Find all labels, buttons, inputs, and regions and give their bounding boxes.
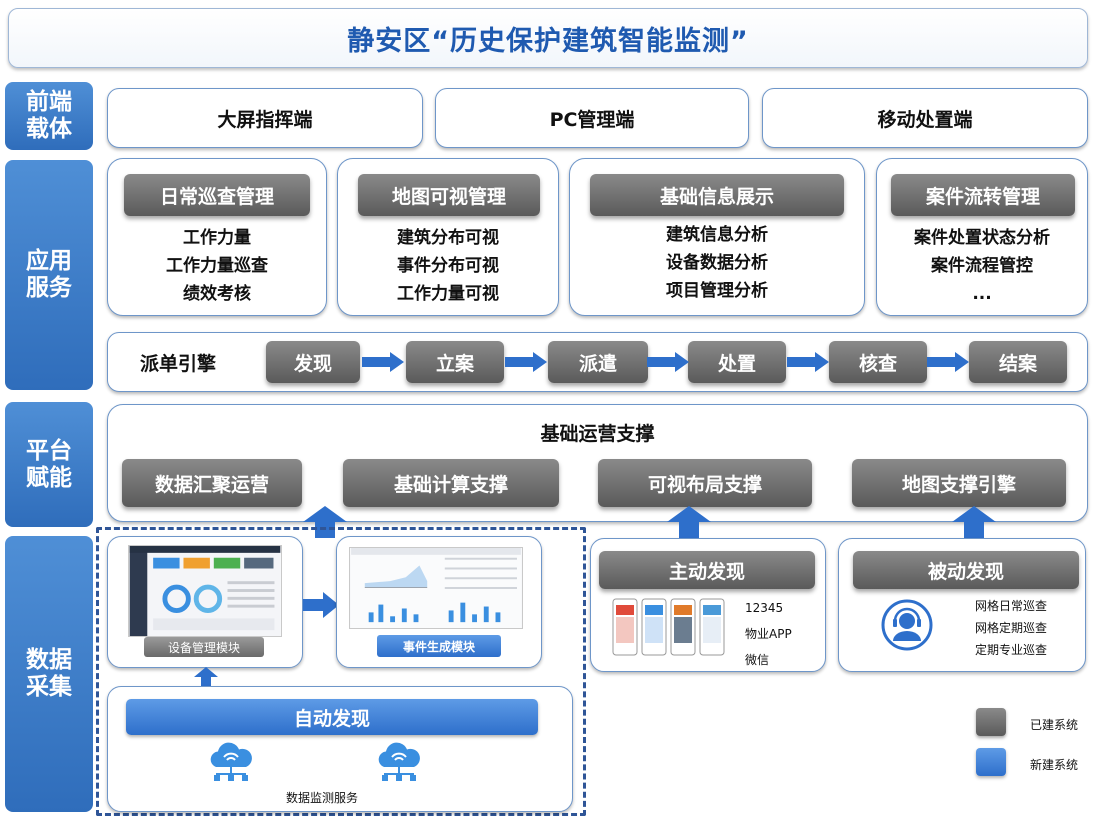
dispatch-step-handle: 处置 [688,341,786,383]
active-discovery-panel: 主动发现 12345 物业APP 微信 [590,538,826,672]
module-item: 工作力量可视 [397,284,499,304]
platform-map-engine: 地图支撑引擎 [852,459,1066,507]
mobile-app-icon [612,598,725,656]
arrow-up-icon [303,506,347,538]
dispatch-step-close: 结案 [969,341,1067,383]
legend-new-label: 新建系统 [1030,758,1079,772]
arrow-up-icon [952,506,996,538]
arrow-right-icon [647,352,689,372]
module-items: 工作力量 工作力量巡查 绩效考核 [108,224,326,308]
arrow-right-icon [505,352,547,372]
section-label-front: 前端 载体 [5,82,93,150]
device-module-panel: 设备管理模块 [107,536,303,668]
active-item-wechat: 微信 [745,653,770,667]
module-item: 事件分布可视 [397,256,499,276]
platform-basic-compute: 基础计算支撑 [343,459,559,507]
module-item: 案件流程管控 [931,256,1033,276]
section-label-platform: 平台 赋能 [5,402,93,527]
module-title: 地图可视管理 [358,174,540,216]
data-service-label: 数据监测服务 [286,791,359,805]
page-title: 静安区“历史保护建筑智能监测” [347,25,749,57]
section-platform-text: 平台 赋能 [26,437,72,491]
front-item-label: PC管理端 [549,108,635,131]
module-items: 建筑信息分析 设备数据分析 项目管理分析 [570,221,864,305]
module-case-flow: 案件流转管理 案件处置状态分析 案件流程管控 ... [876,158,1088,316]
module-item: 设备数据分析 [666,253,768,273]
module-item: ... [972,284,992,304]
cloud-network-icon [210,742,252,781]
front-item-label: 移动处置端 [877,108,973,131]
platform-data-aggregation: 数据汇聚运营 [122,459,302,507]
event-module-panel: 事件生成模块 [336,536,542,668]
module-item: 工作力量 [183,228,251,248]
section-label-app: 应用 服务 [5,160,93,390]
module-title: 日常巡查管理 [124,174,310,216]
module-item: 工作力量巡查 [166,256,268,276]
title-banner: 静安区“历史保护建筑智能监测” [8,8,1088,68]
section-label-data: 数据 采集 [5,536,93,812]
passive-discovery-title: 被动发现 [853,551,1079,589]
module-basic-info: 基础信息展示 建筑信息分析 设备数据分析 项目管理分析 [569,158,865,316]
module-map-visual: 地图可视管理 建筑分布可视 事件分布可视 工作力量可视 [337,158,559,316]
event-screenshot-icon [349,547,523,629]
dispatch-step-verify: 核查 [829,341,927,383]
dashboard-screenshot-icon [128,545,282,637]
arrow-right-icon [362,352,404,372]
legend-new-swatch [976,748,1006,776]
passive-discovery-panel: 被动发现 网格日常巡查 网格定期巡查 定期专业巡查 [838,538,1086,672]
module-items: 建筑分布可视 事件分布可视 工作力量可视 [338,224,558,308]
module-item: 绩效考核 [183,284,251,304]
arrow-right-icon [927,352,969,372]
arrow-right-icon [303,592,339,618]
section-front-text: 前端 载体 [26,89,72,142]
cloud-network-icon [378,742,420,781]
module-item: 项目管理分析 [666,281,768,301]
front-item-mobile: 移动处置端 [762,88,1088,148]
section-app-text: 应用 服务 [26,248,72,301]
new-system-region [96,527,586,816]
auto-discovery-title: 自动发现 [126,699,538,735]
module-daily-patrol: 日常巡查管理 工作力量 工作力量巡查 绩效考核 [107,158,327,316]
passive-discovery-items: 网格日常巡查 网格定期巡查 定期专业巡查 [975,595,1047,661]
auto-discovery-panel: 自动发现 数据监测服务 [107,686,573,812]
front-item-big-screen: 大屏指挥端 [107,88,423,148]
platform-title: 基础运营支撑 [540,423,655,445]
active-discovery-title: 主动发现 [599,551,815,589]
module-items: 案件处置状态分析 案件流程管控 ... [877,224,1087,308]
front-item-pc: PC管理端 [435,88,749,148]
section-data-text: 数据 采集 [26,647,72,700]
passive-item-daily: 网格日常巡查 [975,599,1048,613]
arrow-right-icon [787,352,829,372]
active-item-12345: 12345 [745,601,784,615]
active-discovery-items: 12345 物业APP 微信 [745,595,792,673]
module-item: 案件处置状态分析 [914,228,1050,248]
front-item-label: 大屏指挥端 [217,108,313,131]
module-title: 案件流转管理 [891,174,1075,216]
platform-visual-layout: 可视布局支撑 [598,459,812,507]
dispatch-label: 派单引擎 [140,353,217,375]
legend-built-label: 已建系统 [1030,718,1079,732]
customer-service-icon [881,599,933,651]
legend-built-swatch [976,708,1006,736]
module-title: 基础信息展示 [590,174,844,216]
passive-item-periodic: 网格定期巡查 [975,621,1048,635]
dispatch-step-discover: 发现 [266,341,360,383]
passive-item-professional: 定期专业巡查 [975,643,1048,657]
module-item: 建筑信息分析 [666,225,768,245]
arrow-up-icon [667,506,711,538]
active-item-property-app: 物业APP [745,627,792,641]
event-module-label: 事件生成模块 [377,635,501,657]
dispatch-step-dispatch: 派遣 [548,341,648,383]
dispatch-step-register: 立案 [406,341,504,383]
device-module-label: 设备管理模块 [144,637,264,657]
module-item: 建筑分布可视 [397,228,499,248]
arrow-up-icon [194,667,218,687]
